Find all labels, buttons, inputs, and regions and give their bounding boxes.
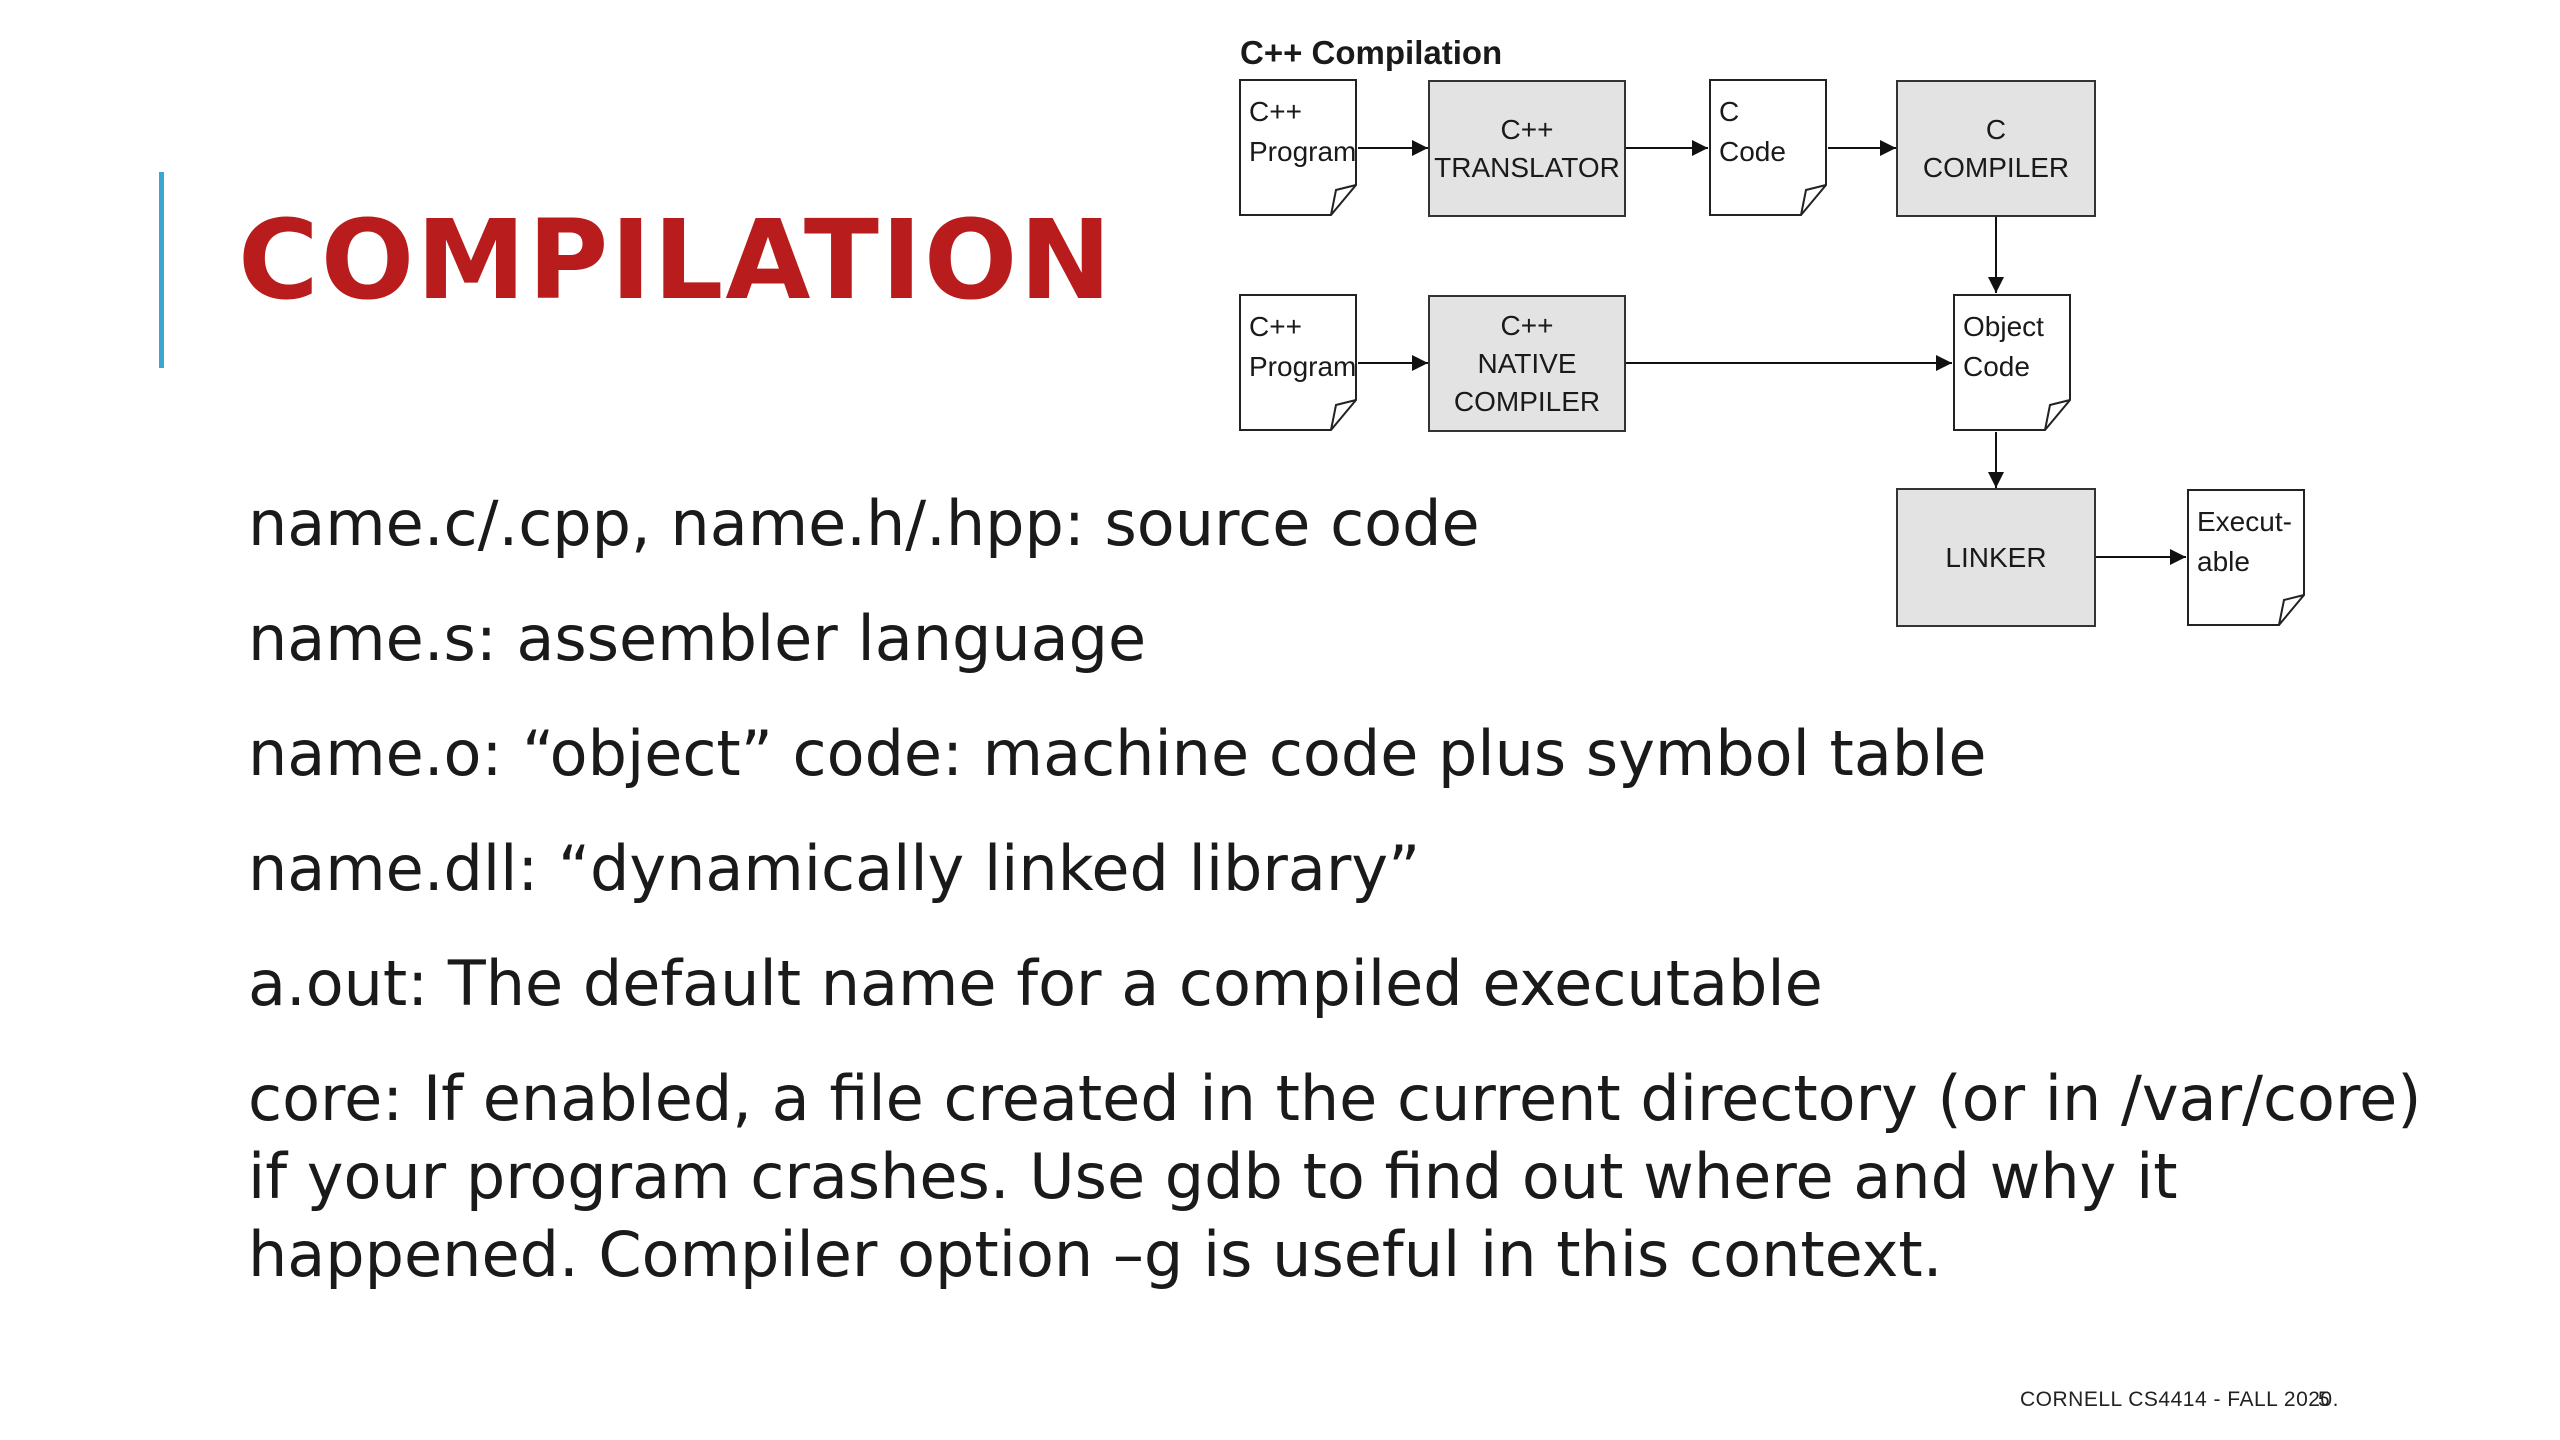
doc-fold: [1330, 399, 1357, 431]
doc-line: Code: [1963, 351, 2030, 382]
doc-fold: [1330, 184, 1357, 216]
box-line: C: [1985, 113, 2007, 145]
doc-executable: Execut- able: [2188, 490, 2304, 625]
box-line: NATIVE: [1477, 347, 1577, 379]
bullet-core: core: If enabled, a file created in the …: [248, 1062, 2422, 1291]
accent-bar: [159, 172, 164, 368]
compilation-diagram: C++ Compilation C++ Program C++ TRANSLAT…: [1230, 30, 2320, 640]
bullet-dll: name.dll: “dynamically linked library”: [248, 832, 1421, 905]
bullet-assembler: name.s: assembler language: [248, 602, 1147, 675]
doc-object-code: Object Code: [1954, 295, 2070, 430]
box-line: COMPILER: [1453, 385, 1601, 417]
page-number: 5: [2318, 1388, 2330, 1411]
box-cpp-native-compiler: C++ NATIVE COMPILER: [1428, 295, 1626, 432]
doc-line: C++: [1249, 311, 1302, 342]
diagram-title: C++ Compilation: [1240, 34, 1503, 71]
doc-line: C: [1719, 96, 1740, 127]
doc-line: Execut-: [2197, 506, 2292, 537]
bullet-object-code: name.o: “object” code: machine code plus…: [248, 717, 1987, 790]
doc-line: able: [2197, 546, 2250, 577]
doc-label: C++ Program: [1249, 307, 1356, 387]
doc-label: Execut- able: [2197, 502, 2292, 582]
doc-fold: [2278, 594, 2305, 626]
doc-shape-object-code: [1953, 294, 2071, 431]
doc-cpp-program-1: C++ Program: [1240, 80, 1356, 215]
doc-c-code: C Code: [1710, 80, 1826, 215]
doc-line: Program: [1249, 351, 1357, 382]
bullet-list: name.c/.cpp, name.h/.hpp: source code na…: [248, 485, 2478, 1331]
footer-course: CORNELL CS4414 - FALL 2020.: [2020, 1388, 2339, 1411]
doc-fold: [1800, 184, 1827, 216]
box-line: LINKER: [1945, 541, 2047, 573]
box-line: TRANSLATOR: [1434, 151, 1620, 183]
box-line: C++: [1500, 113, 1554, 145]
doc-cpp-program-2: C++ Program: [1240, 295, 1356, 430]
box-cpp-translator: C++ TRANSLATOR: [1428, 80, 1626, 217]
doc-shape-cpp-program-1: [1239, 79, 1357, 216]
doc-shape-cpp-program-2: [1239, 294, 1357, 431]
slide-title: COMPILATION: [238, 196, 1114, 324]
doc-label: Object Code: [1963, 307, 2044, 387]
box-line: COMPILER: [1922, 151, 2070, 183]
doc-line: Code: [1719, 136, 1786, 167]
doc-label: C++ Program: [1249, 92, 1356, 172]
doc-line: Object: [1963, 311, 2044, 342]
doc-line: C++: [1249, 96, 1302, 127]
doc-shape-executable: [2187, 489, 2305, 626]
diagram-canvas: [1239, 79, 2305, 626]
doc-line: Program: [1249, 136, 1357, 167]
doc-shape-c-code: [1709, 79, 1827, 216]
bullet-a-out: a.out: The default name for a compiled e…: [248, 947, 1823, 1020]
doc-label: C Code: [1719, 92, 1786, 172]
box-linker: LINKER: [1896, 488, 2096, 627]
bullet-source-code: name.c/.cpp, name.h/.hpp: source code: [248, 487, 1480, 560]
box-line: C++: [1500, 309, 1554, 341]
doc-fold: [2044, 399, 2071, 431]
box-c-compiler: C COMPILER: [1896, 80, 2096, 217]
